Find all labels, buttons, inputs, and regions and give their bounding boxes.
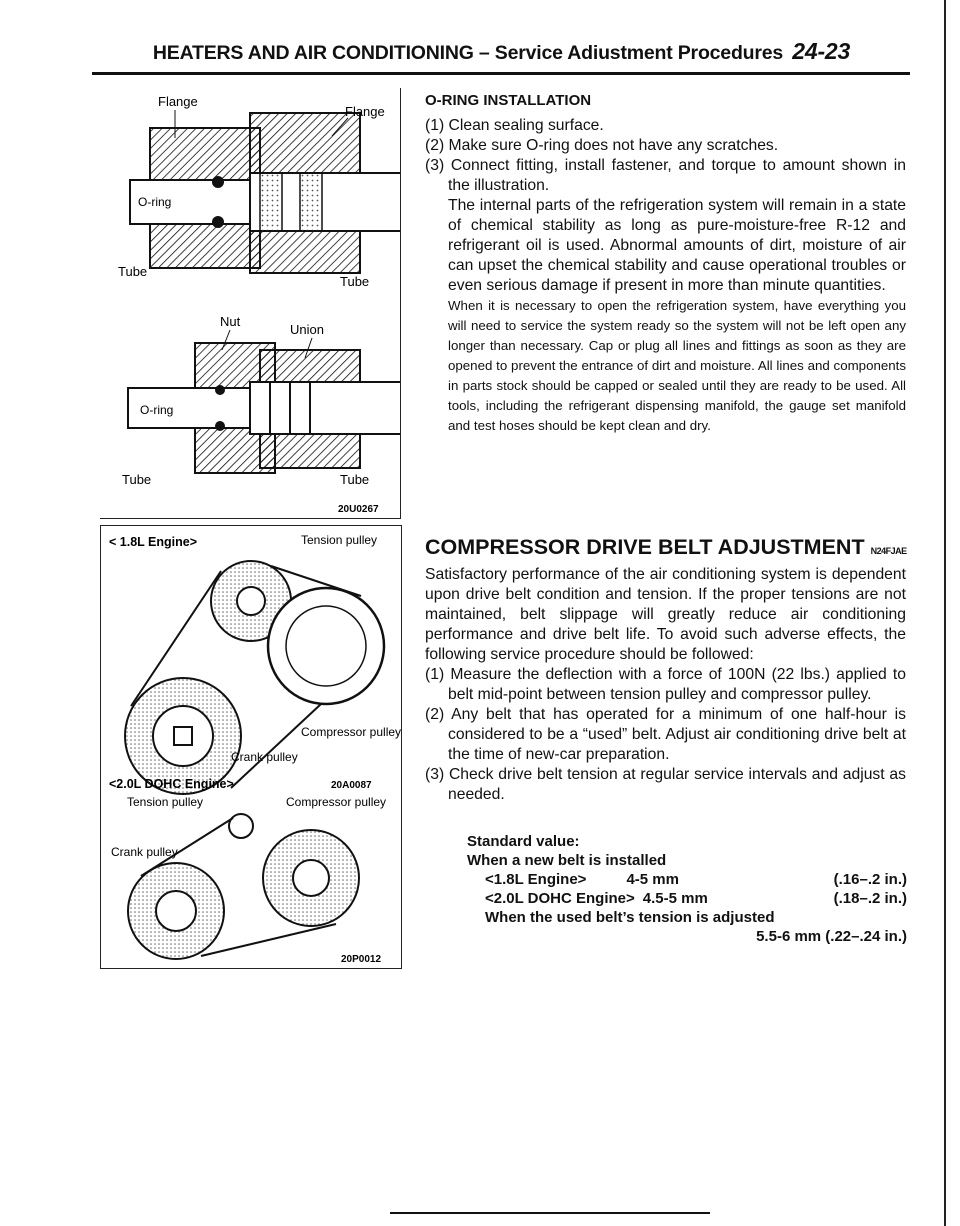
page-number: 24-23 <box>792 38 851 64</box>
new-20-inch: (.18–.2 in.) <box>833 890 907 907</box>
belt-heading-text: COMPRESSOR DRIVE BELT ADJUSTMENT <box>425 535 865 559</box>
belt-heading-code: N24FJAE <box>870 546 908 556</box>
engine18-drawing <box>124 560 386 795</box>
right-margin-rule <box>944 0 946 1226</box>
fig1-tube-right-2: Tube <box>340 472 369 487</box>
used-value: 5.5-6 mm (.22–.24 in.) <box>756 928 907 945</box>
belt-intro: Satisfactory performance of the air cond… <box>425 566 906 663</box>
fig2-id-b: 20P0012 <box>341 954 381 965</box>
fig1-tube-left: Tube <box>118 264 147 279</box>
used-belt-label: When the used belt’s tension is adjusted <box>485 909 775 926</box>
header-title: HEATERS AND AIR CONDITIONING – Service A… <box>152 42 784 64</box>
oring-step-2: (2) Make sure O-ring does not have any s… <box>425 137 779 154</box>
fig2-compressor-pulley: Compressor pulley <box>301 725 401 739</box>
fig2-compressor-pulley-2: Compressor pulley <box>286 795 386 809</box>
flange-joint-drawing <box>129 112 400 274</box>
new-18-value: 4-5 mm <box>626 871 679 888</box>
belt-diagram: < 1.8L Engine> Tension pulley Compressor… <box>109 533 401 965</box>
fig1-tube-left-2: Tube <box>122 472 151 487</box>
belt-step-2: (2) Any belt that has operated for a min… <box>425 706 906 763</box>
fig2-engine18: < 1.8L Engine> <box>109 535 197 549</box>
new-18-inch: (.16–.2 in.) <box>833 871 907 888</box>
belt-heading: COMPRESSOR DRIVE BELT ADJUSTMENT N24FJAE <box>425 535 907 560</box>
new-20-value: 4.5-5 mm <box>642 890 708 907</box>
header-rule <box>92 72 910 75</box>
new-20-label: <2.0L DOHC Engine> <box>485 890 635 907</box>
oring-step-1: (1) Clean sealing surface. <box>425 117 604 134</box>
footer-rule <box>390 1212 710 1214</box>
fig2-crank-pulley-2: Crank pulley <box>111 845 178 859</box>
fig1-nut: Nut <box>220 314 241 329</box>
fig1-union: Union <box>290 322 324 337</box>
fig2-engine20: <2.0L DOHC Engine> <box>109 777 234 791</box>
figures-column: Flange Flange O-ring Tube Tube Nut Union <box>90 88 402 969</box>
standard-values: Standard value: When a new belt is insta… <box>467 832 907 946</box>
fig2-id-a: 20A0087 <box>331 780 372 791</box>
used-belt-row: 5.5-6 mm (.22–.24 in.) <box>467 927 907 946</box>
fig1-oring-bottom: O-ring <box>140 403 173 417</box>
oring-paragraph-2: When it is necessary to open the refrige… <box>448 298 906 433</box>
oring-fitting-diagram: Flange Flange O-ring Tube Tube Nut Union <box>118 94 400 515</box>
page-header: HEATERS AND AIR CONDITIONING – Service A… <box>95 38 908 65</box>
fig2-crank-pulley: Crank pulley <box>231 750 298 764</box>
engine20-drawing <box>127 813 360 960</box>
belt-step-1: (1) Measure the deflection with a force … <box>425 666 906 703</box>
belt-figure: < 1.8L Engine> Tension pulley Compressor… <box>100 525 402 969</box>
oring-paragraph-1: The internal parts of the refrigeration … <box>448 197 906 294</box>
fig1-flange-right: Flange <box>345 104 385 119</box>
fig1-oring-top: O-ring <box>138 195 171 209</box>
new-18-label: <1.8L Engine> <box>485 871 587 888</box>
fig1-tube-right: Tube <box>340 274 369 289</box>
oring-step-3: (3) Connect fitting, install fastener, a… <box>425 157 906 194</box>
oring-heading: O-RING INSTALLATION <box>425 92 592 109</box>
oring-fitting-figure: Flange Flange O-ring Tube Tube Nut Union <box>100 88 401 519</box>
standard-value-label: Standard value: <box>467 833 580 850</box>
belt-step-3: (3) Check drive belt tension at regular … <box>425 766 906 803</box>
fig2-tension-pulley-2: Tension pulley <box>127 795 203 809</box>
new-belt-18-row: <1.8L Engine> 4-5 mm (.16–.2 in.) <box>467 870 907 889</box>
new-belt-label: When a new belt is installed <box>467 852 667 869</box>
fig1-flange-left: Flange <box>158 94 198 109</box>
union-joint-drawing <box>127 342 400 474</box>
fig2-tension-pulley: Tension pulley <box>301 533 377 547</box>
fig1-id: 20U0267 <box>338 504 379 515</box>
oring-section: (1) Clean sealing surface. (2) Make sure… <box>425 116 906 436</box>
new-belt-20-row: <2.0L DOHC Engine> 4.5-5 mm (.18–.2 in.) <box>467 889 907 908</box>
belt-section: Satisfactory performance of the air cond… <box>425 565 906 805</box>
